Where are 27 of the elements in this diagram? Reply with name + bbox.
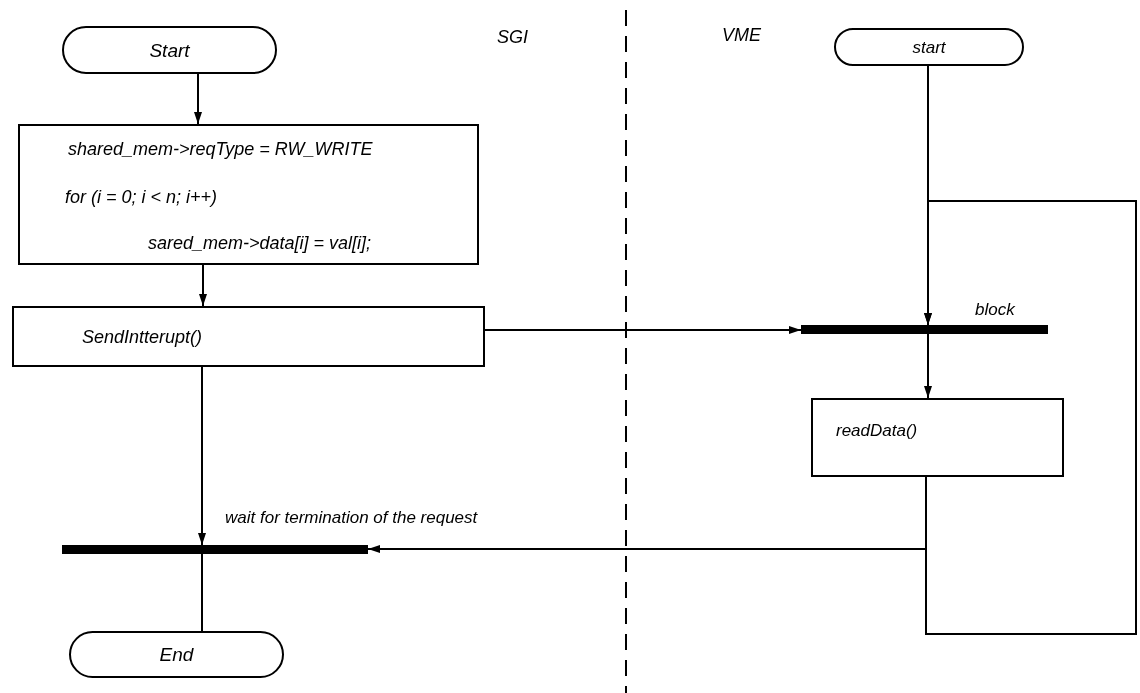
terminal-shape [62,26,277,74]
arrow [924,200,1137,635]
lane-label: VME [722,26,761,44]
lane-label: SGI [497,28,528,46]
arrow [484,326,802,334]
code-line: for (i = 0; i < n; i++) [65,188,218,206]
arrow [199,264,207,307]
code-line: shared_mem->reqType = RW_WRITE [68,140,373,158]
code-line: sared_mem->data[i] = val[i]; [148,234,372,252]
arrow [924,333,932,399]
code-line: readData() [836,422,918,439]
connector-line [201,553,203,632]
code-line: SendIntterupt() [82,328,203,346]
process-box [18,124,479,265]
terminal-label: Start [149,40,190,60]
sync-bar [801,325,1048,334]
terminal-label: start [912,38,946,56]
terminal-label: End [159,645,194,664]
terminal-shape [834,28,1024,66]
node-caption: block [975,301,1015,318]
node-caption: wait for termination of the request [225,509,478,526]
process-box [811,398,1064,477]
terminal-shape [69,631,284,678]
process-box [12,306,485,367]
arrow [194,73,202,125]
sync-bar [62,545,368,554]
arrow [198,366,206,546]
